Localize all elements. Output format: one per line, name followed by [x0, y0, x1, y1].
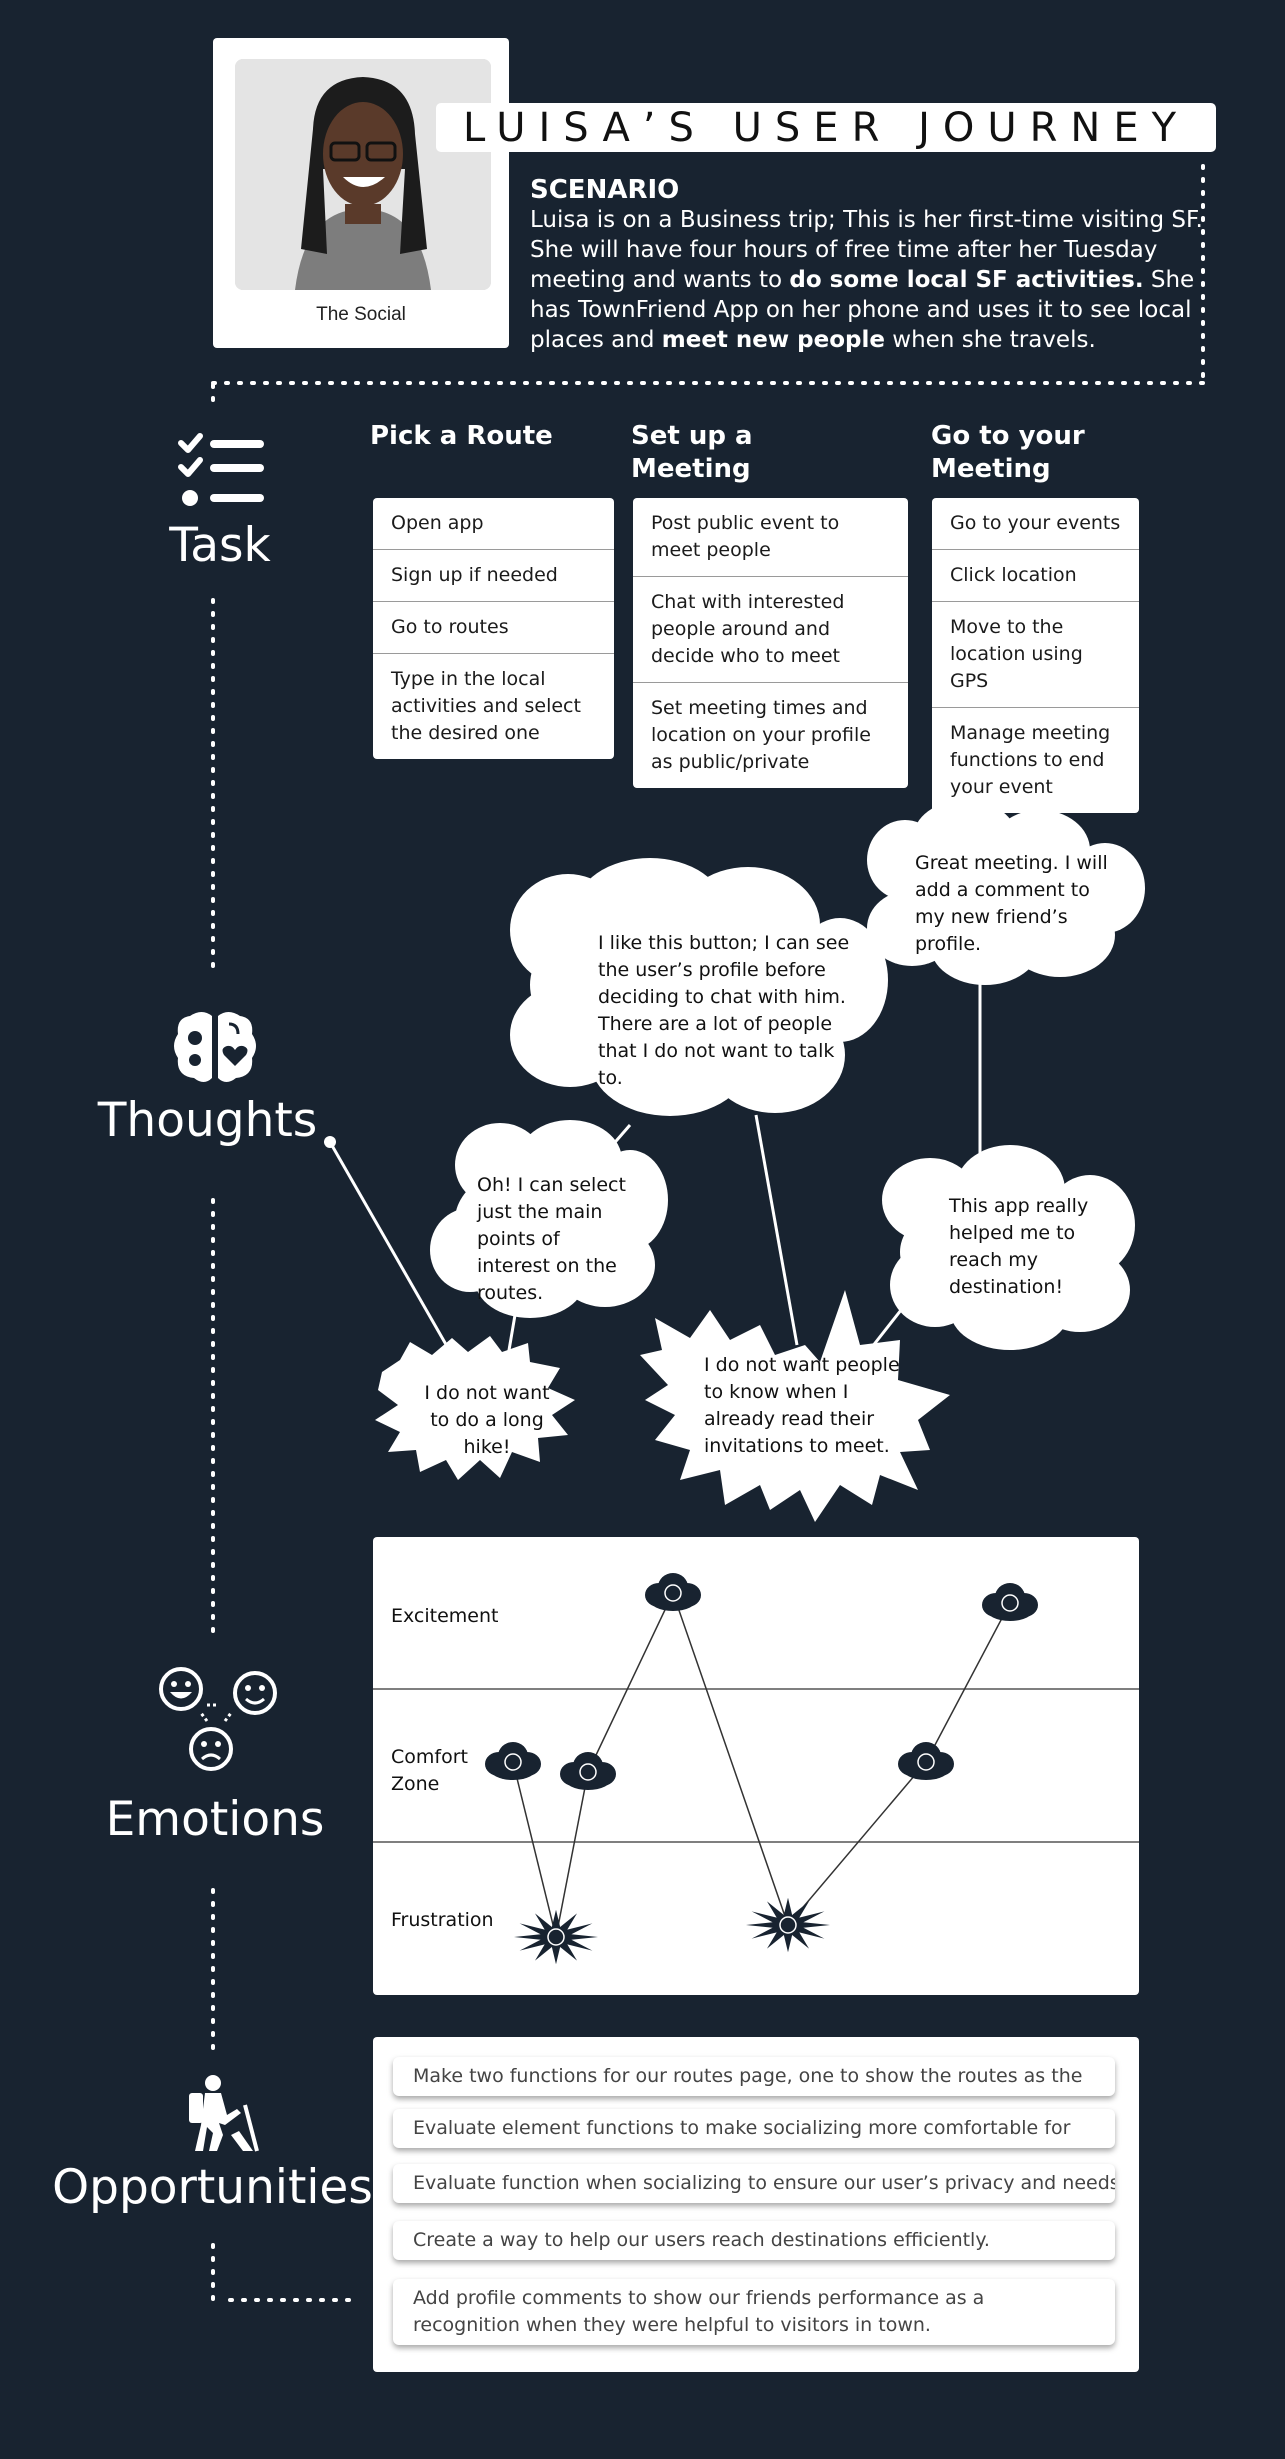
- opportunity-item: Evaluate element functions to make socia…: [393, 2109, 1115, 2148]
- task-item: Move to the location using GPS: [932, 602, 1139, 708]
- emotion-mark-cloud: [485, 1742, 541, 1780]
- task-card-setup-meeting: Post public event to meet people Chat wi…: [633, 498, 908, 788]
- task-item: Chat with interested people around and d…: [633, 577, 908, 683]
- section-emotions-label: Emotions: [105, 1792, 325, 1847]
- scenario-bold-2: meet new people: [661, 327, 885, 353]
- scenario-heading: SCENARIO: [530, 175, 680, 205]
- emotions-chart: Excitement Comfort Zone Frustration: [373, 1537, 1139, 1995]
- emotion-mark-burst: [746, 1897, 830, 1953]
- emotion-level-label: Frustration: [391, 1909, 494, 1931]
- dotted-connectors: [211, 164, 1205, 2302]
- emotion-mark-burst: [514, 1909, 598, 1965]
- emotion-connector: [925, 1602, 1011, 1763]
- task-item: Type in the local activities and select …: [391, 668, 581, 744]
- thought-cloud-select: [430, 1120, 668, 1318]
- opportunity-item: Add profile comments to show our friends…: [393, 2279, 1115, 2345]
- thought-burst-read: [640, 1290, 950, 1522]
- emotion-connector: [787, 1761, 927, 1926]
- task-card-pick-route: Open app Sign up if needed Go to routes …: [373, 498, 614, 759]
- thought-cloud-button: [510, 858, 888, 1116]
- task-item: Set meeting times and location on your p…: [651, 697, 871, 773]
- emotion-connector: [512, 1761, 557, 1938]
- task-item: Open app: [373, 498, 614, 550]
- section-thoughts-label: Thoughts: [97, 1093, 318, 1148]
- task-heading-setup-meeting: Set up a Meeting: [631, 421, 753, 484]
- thought-text-helped: This app really helped me to reach my de…: [949, 1195, 1089, 1298]
- emotion-mark-cloud: [645, 1573, 701, 1611]
- persona-photo: [235, 59, 491, 290]
- scenario-bold-1: do some local SF activities.: [789, 267, 1144, 293]
- persona-caption: The Social: [316, 304, 406, 325]
- opportunity-item: Create a way to help our users reach des…: [393, 2221, 1115, 2260]
- opportunity-item: Make two functions for our routes page, …: [393, 2057, 1115, 2096]
- scenario-body: Luisa is on a Business trip; This is her…: [530, 205, 1210, 355]
- scenario-text-3: when she travels.: [884, 327, 1096, 353]
- section-opportunities-label: Opportunities: [52, 2160, 373, 2215]
- emotion-mark-cloud: [982, 1583, 1038, 1621]
- task-card-go-meeting: Go to your events Click location Move to…: [932, 498, 1139, 813]
- brain-icon: [172, 1010, 258, 1090]
- task-item: Go to your events: [932, 498, 1139, 550]
- thought-text-read: I do not want people to know when I alre…: [704, 1354, 900, 1457]
- task-heading-pick-route: Pick a Route: [370, 421, 553, 451]
- opportunities-panel: Make two functions for our routes page, …: [373, 2037, 1139, 2372]
- page-title: LUISA’S USER JOURNEY: [436, 103, 1216, 152]
- scenario-text-1: Luisa is on a Business trip; This is her…: [530, 207, 1203, 293]
- emotion-level-label: Comfort Zone: [391, 1746, 468, 1795]
- emotion-connector: [555, 1771, 589, 1938]
- emotions-icon: [155, 1665, 280, 1779]
- emotion-connector: [672, 1592, 789, 1926]
- scenario: SCENARIO Luisa is on a Business trip; Th…: [530, 175, 1210, 355]
- thought-text-select: Oh! I can select just the main points of…: [477, 1174, 626, 1304]
- task-heading-go-meeting: Go to your Meeting: [931, 421, 1085, 484]
- task-item: Manage meeting functions to end your eve…: [950, 722, 1111, 798]
- scenario-text-2: She has TownFriend App on her phone and …: [530, 267, 1195, 353]
- emotion-mark-cloud: [898, 1742, 954, 1780]
- emotion-connector: [587, 1592, 674, 1773]
- task-item: Click location: [932, 550, 1139, 602]
- opportunity-item: Evaluate function when socializing to en…: [393, 2164, 1115, 2203]
- hiker-icon: [183, 2075, 263, 2157]
- task-item: Go to routes: [373, 602, 614, 654]
- thought-connectors: [324, 960, 982, 1363]
- section-task-label: Task: [169, 518, 271, 573]
- task-item: Post public event to meet people: [633, 498, 908, 577]
- emotion-curve: [373, 1573, 1139, 1965]
- thought-cloud-great: [867, 800, 1145, 985]
- persona-card: The Social: [213, 38, 509, 348]
- emotion-level-label: Excitement: [391, 1605, 499, 1627]
- thought-text-button: I like this button; I can see the user’s…: [598, 932, 850, 1089]
- thought-text-hike: I do not want to do a long hike!: [424, 1382, 550, 1458]
- thought-cloud-helped: [882, 1145, 1135, 1350]
- thought-text-great: Great meeting. I will add a comment to m…: [915, 852, 1108, 955]
- thought-burst-hike: [375, 1336, 575, 1480]
- emotion-mark-cloud: [560, 1752, 616, 1790]
- checklist-icon: [178, 433, 266, 513]
- task-item: Sign up if needed: [373, 550, 614, 602]
